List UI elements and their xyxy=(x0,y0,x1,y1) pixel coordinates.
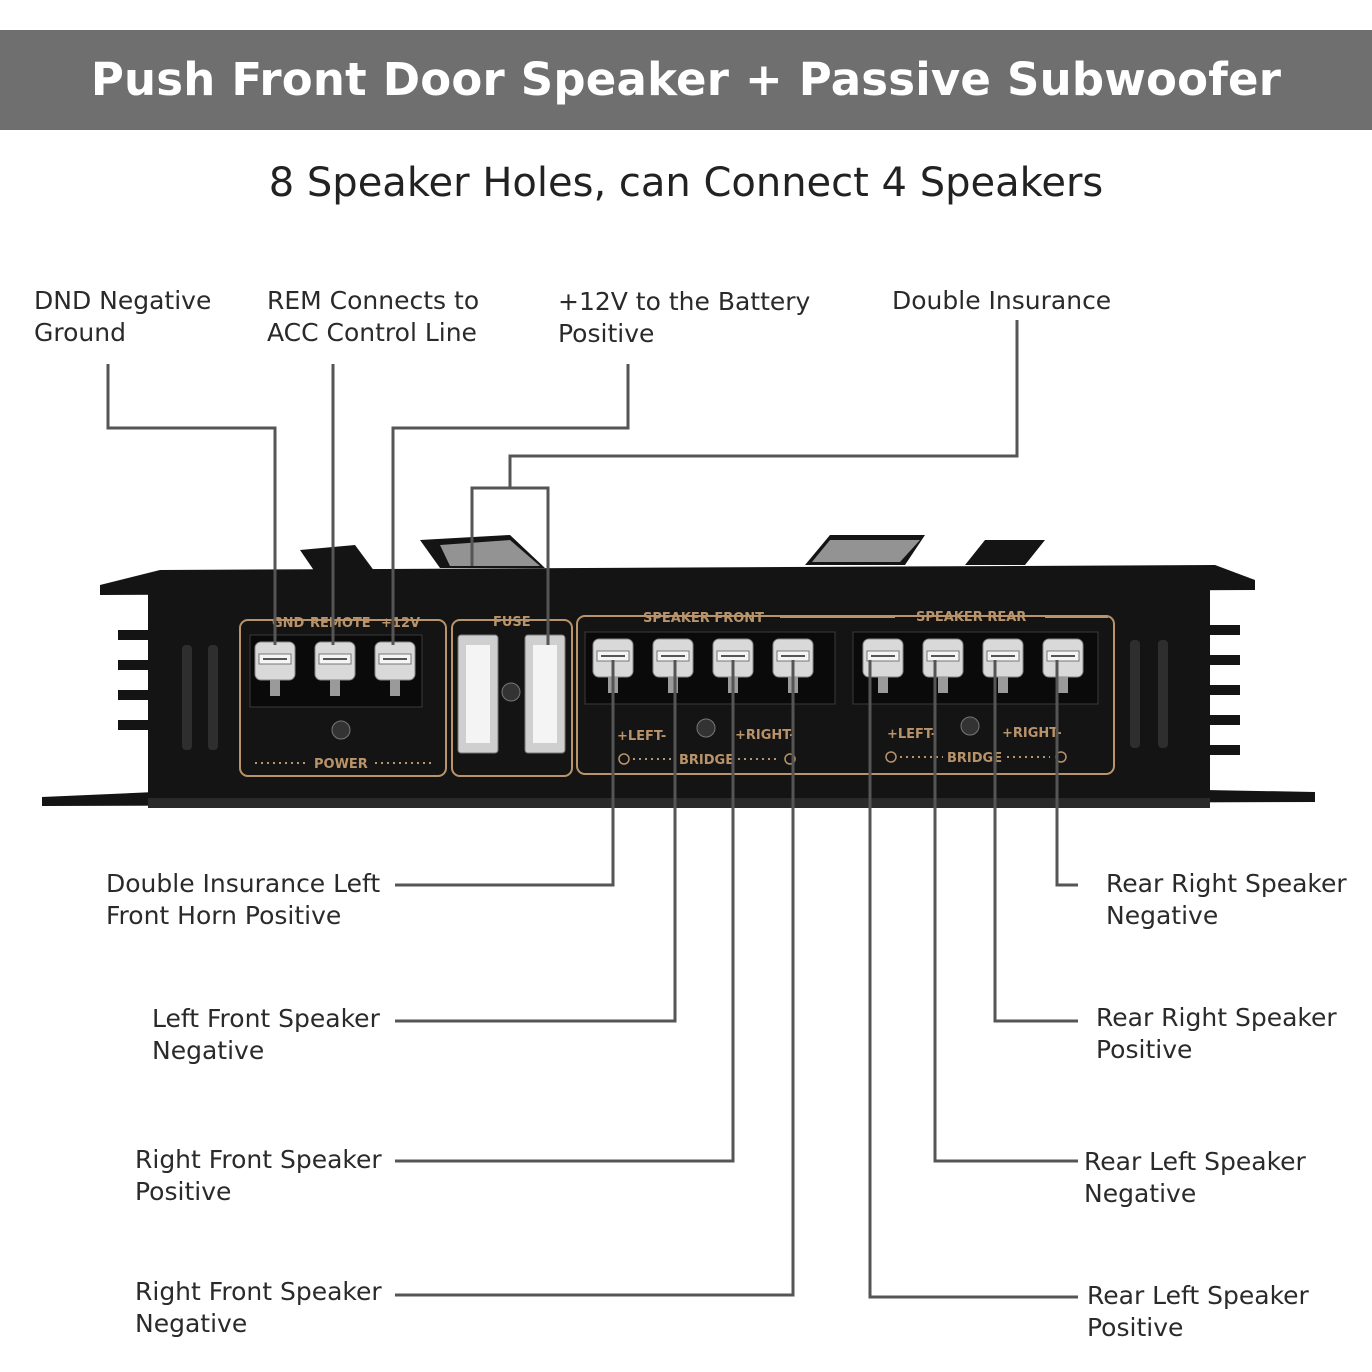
terminal-screw-icon xyxy=(652,638,694,693)
heatsink-highlight xyxy=(812,540,920,562)
label-rear-right: +RIGHT- xyxy=(1002,726,1062,741)
label-gnd: GND xyxy=(272,616,305,631)
label-speaker-rear: SPEAKER REAR xyxy=(916,610,1026,625)
line-dbl-left xyxy=(395,660,615,887)
amp-bottom-edge xyxy=(148,798,1210,808)
line-12v xyxy=(391,364,630,645)
page-title: Push Front Door Speaker + Passive Subwoo… xyxy=(90,53,1282,206)
power-panel xyxy=(239,619,447,777)
terminal-screw-icon xyxy=(982,638,1024,693)
label-power: POWER xyxy=(314,757,368,772)
panel-dotted-lines xyxy=(255,616,1108,764)
front-panel-screw xyxy=(696,718,716,738)
label-12v: +12V xyxy=(381,616,420,631)
callout-lines xyxy=(106,320,1078,1299)
label-front-right: +RIGHT- xyxy=(735,728,795,743)
line-rl-pos xyxy=(868,660,1078,1299)
fuse-panel xyxy=(451,619,573,777)
terminal-screw-icon xyxy=(1042,638,1084,693)
bridge-plus-minus-icons xyxy=(618,751,1067,765)
terminal-screw-icon xyxy=(862,638,904,693)
terminal-screw-icon xyxy=(314,641,356,696)
line-rf-pos xyxy=(395,660,735,1163)
label-speaker-front: SPEAKER FRONT xyxy=(643,611,764,626)
line-lf-neg xyxy=(395,660,677,1023)
terminal-screw-icon xyxy=(374,641,416,696)
fuse-left xyxy=(457,634,499,754)
label-remote: REMOTE xyxy=(310,616,371,631)
line-rf-neg xyxy=(395,660,795,1297)
label-rear-bridge: BRIDGE xyxy=(947,751,1002,766)
amp-vents xyxy=(182,640,1168,750)
callout-double-insurance: Double Insurance xyxy=(892,286,1112,315)
line-rr-pos xyxy=(993,660,1078,1023)
terminal-screw-icon xyxy=(772,638,814,693)
power-panel-screw xyxy=(331,720,351,740)
fuse-screw xyxy=(501,682,521,702)
terminal-screw-icon xyxy=(922,638,964,693)
line-fuse-bracket xyxy=(470,486,550,645)
heatsink-highlight xyxy=(440,540,540,566)
line-rl-neg xyxy=(933,660,1078,1163)
line-rr-neg xyxy=(1055,660,1078,887)
fuse-right xyxy=(524,634,566,754)
label-fuse: FUSE xyxy=(493,615,531,630)
line-double xyxy=(508,320,1019,488)
label-front-left: +LEFT- xyxy=(617,729,666,744)
rear-panel-screw xyxy=(960,716,980,736)
line-gnd xyxy=(106,364,277,645)
subtitle: 8 Speaker Holes, can Connect 4 Speakers xyxy=(268,160,1104,206)
label-rear-left: +LEFT- xyxy=(887,727,936,742)
label-front-bridge: BRIDGE xyxy=(679,753,734,768)
title-banner: Push Front Door Speaker + Passive Subwoo… xyxy=(0,30,1372,206)
terminal-screw-icon xyxy=(254,641,296,696)
